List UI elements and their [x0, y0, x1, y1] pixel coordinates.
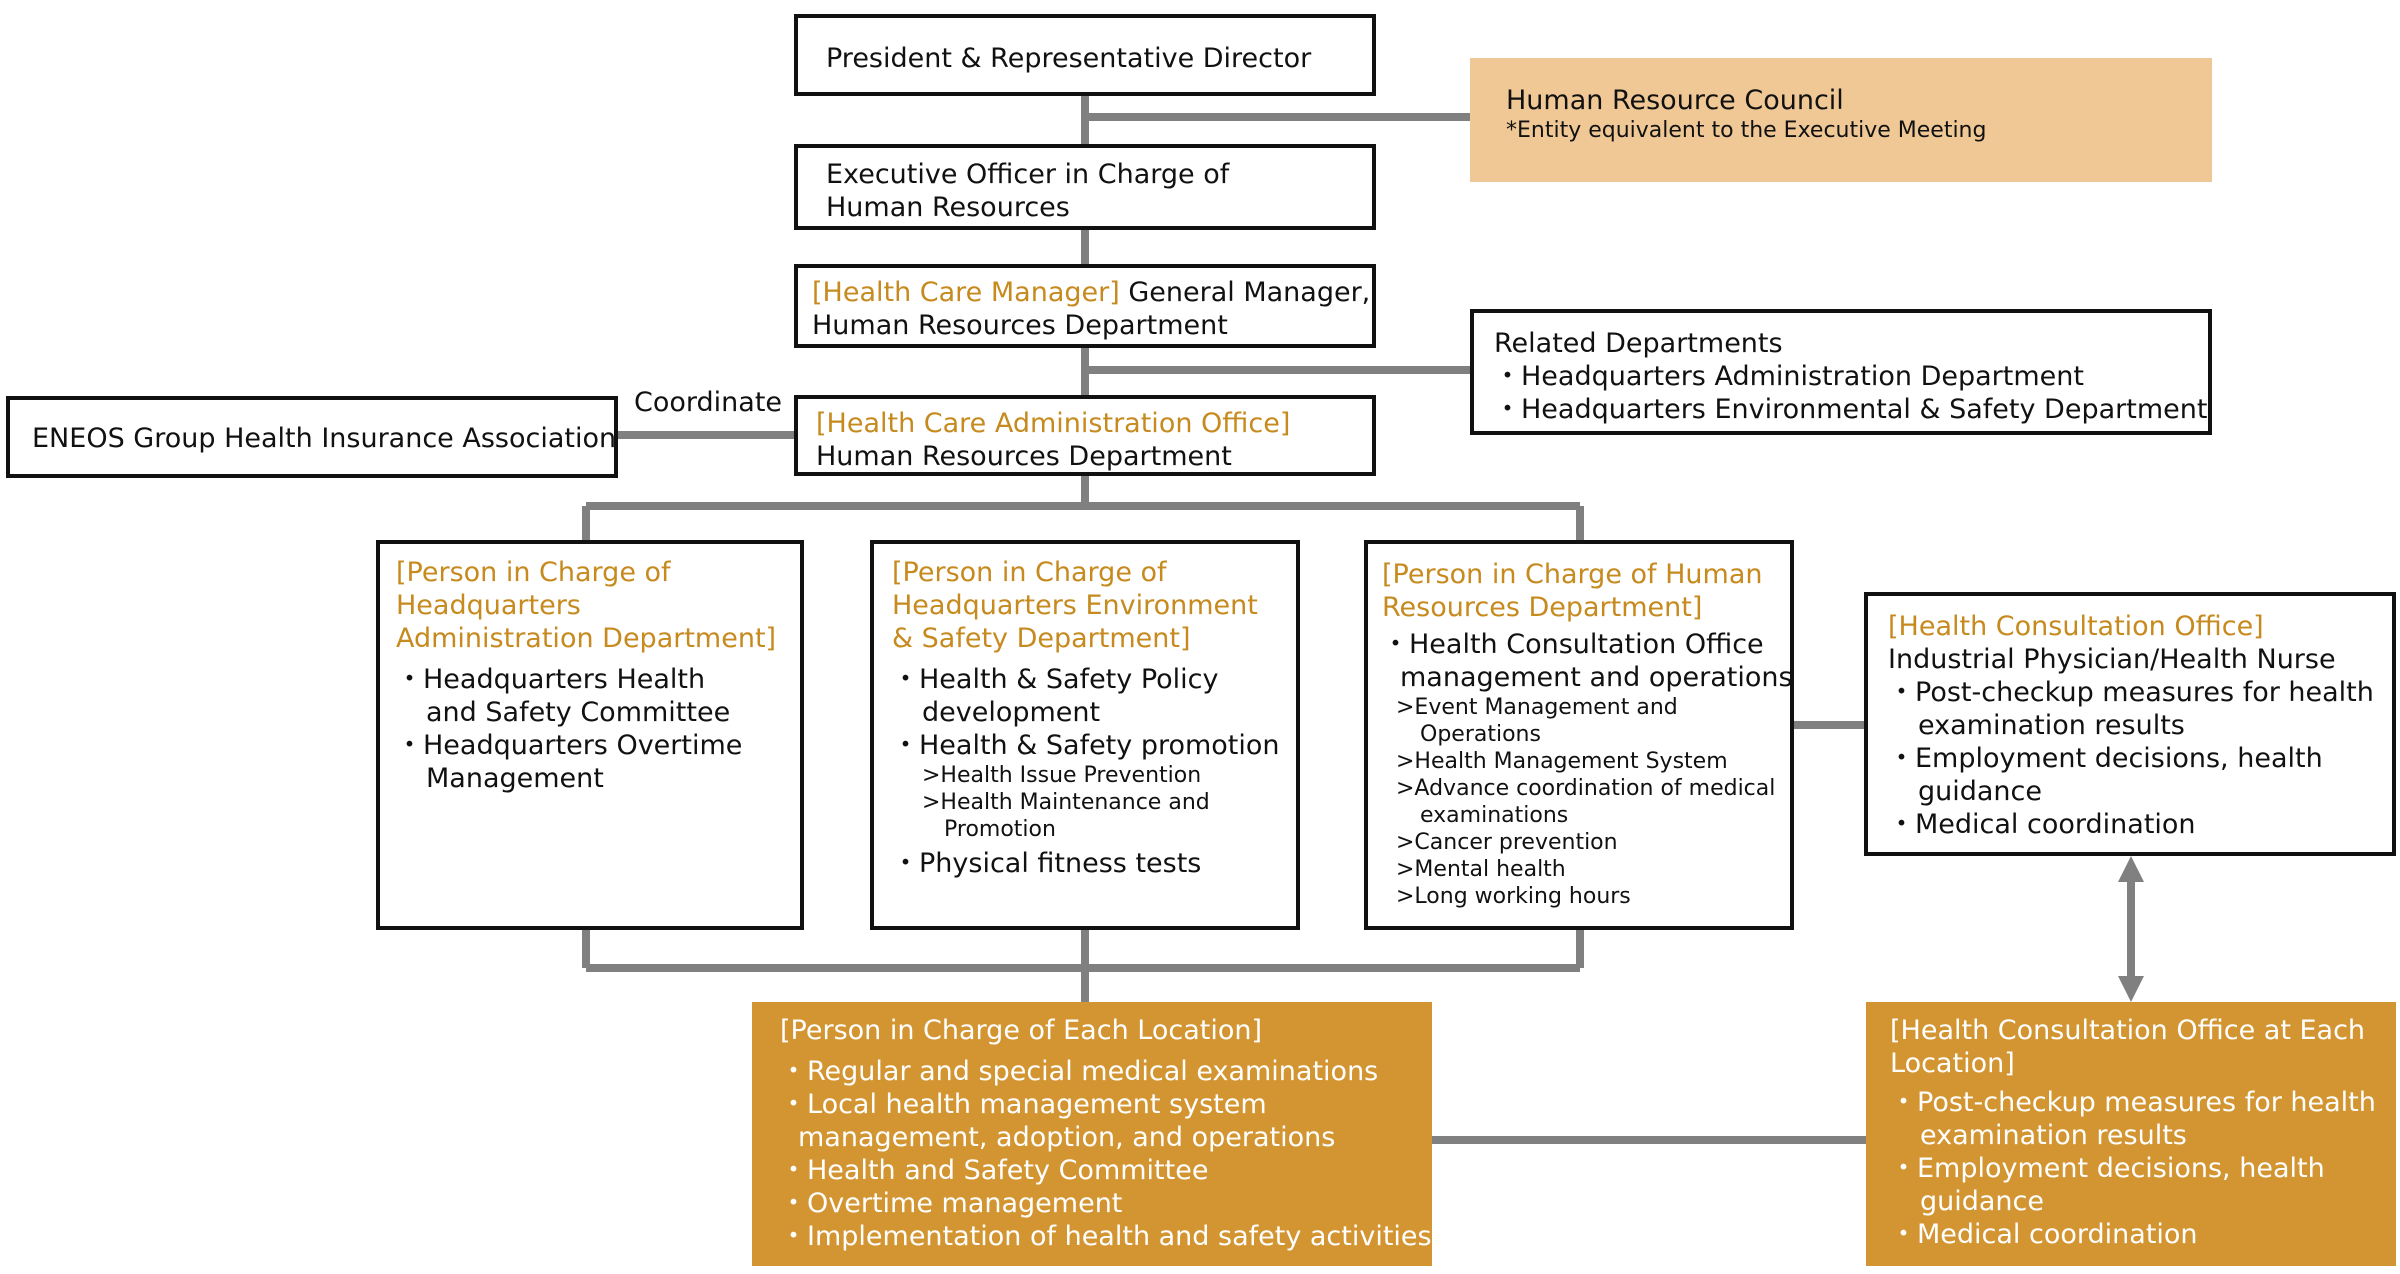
pic-admin-item: and Safety Committee	[426, 697, 731, 728]
insurance-association-box: ENEOS Group Health Insurance Association	[6, 396, 618, 478]
admin-office-box: [Health Care Administration Office] Huma…	[794, 395, 1376, 476]
consult-location-item: guidance	[1920, 1186, 2045, 1217]
pic-env-box: [Person in Charge of Headquarters Enviro…	[870, 540, 1300, 930]
consult-location-tag: [Health Consultation Office at Each	[1890, 1015, 2366, 1046]
consult-office-item: ・Post-checkup measures for health	[1888, 677, 2374, 708]
hr-council-note: *Entity equivalent to the Executive Meet…	[1506, 118, 1987, 143]
pic-hr-subitem: >Mental health	[1396, 857, 1566, 882]
health-care-manager-line2: Human Resources Department	[812, 310, 1228, 341]
hr-council-title: Human Resource Council	[1506, 85, 1844, 116]
pic-admin-item: ・Headquarters Health	[396, 664, 706, 695]
related-departments-item: ・Headquarters Environmental & Safety Dep…	[1494, 394, 2208, 425]
consult-office-item: guidance	[1918, 776, 2043, 807]
president-box: President & Representative Director	[794, 14, 1376, 96]
consult-office-subtitle: Industrial Physician/Health Nurse	[1888, 644, 2336, 675]
pic-hr-subitem: >Health Management System	[1396, 749, 1728, 774]
pic-location-item: ・Overtime management	[780, 1188, 1123, 1219]
pic-hr-box: [Person in Charge of Human Resources Dep…	[1364, 540, 1794, 930]
pic-env-item: ・Physical fitness tests	[892, 848, 1202, 879]
admin-office-line2: Human Resources Department	[816, 441, 1232, 472]
health-care-manager-line1: [Health Care Manager] General Manager,	[812, 276, 1372, 309]
consult-location-item: ・Post-checkup measures for health	[1890, 1087, 2376, 1118]
pic-admin-item: Management	[426, 763, 604, 794]
health-care-manager-box: [Health Care Manager] General Manager, H…	[794, 264, 1376, 348]
pic-admin-tag: Headquarters	[396, 590, 581, 621]
pic-env-item: ・Health & Safety promotion	[892, 730, 1280, 761]
consult-office-item: examination results	[1918, 710, 2185, 741]
consult-office-tag: [Health Consultation Office]	[1888, 611, 2264, 642]
insurance-association-label: ENEOS Group Health Insurance Association	[32, 423, 617, 454]
consult-office-item: ・Employment decisions, health	[1888, 743, 2323, 774]
pic-env-subitem: >Health Maintenance and	[922, 790, 1210, 815]
exec-officer-box: Executive Officer in Charge of Human Res…	[794, 144, 1376, 230]
pic-hr-subitem: >Long working hours	[1396, 884, 1631, 909]
pic-hr-subitem: >Event Management and	[1396, 695, 1678, 720]
pic-hr-subitem: >Advance coordination of medical	[1396, 776, 1776, 801]
pic-hr-subitem: >Cancer prevention	[1396, 830, 1618, 855]
pic-env-tag: Headquarters Environment	[892, 590, 1258, 621]
pic-location-item: ・Regular and special medical examination…	[780, 1056, 1379, 1087]
pic-hr-item: management and operations	[1400, 662, 1793, 693]
pic-location-item: ・Implementation of health and safety act…	[780, 1221, 1432, 1252]
exec-officer-line2: Human Resources	[826, 192, 1070, 223]
pic-env-subitem: Promotion	[944, 817, 1056, 842]
consult-office-box: [Health Consultation Office] Industrial …	[1864, 592, 2396, 856]
health-care-manager-role: General Manager,	[1119, 277, 1371, 308]
consult-location-item: ・Employment decisions, health	[1890, 1153, 2325, 1184]
pic-location-tag: [Person in Charge of Each Location]	[780, 1015, 1262, 1046]
consult-office-item: ・Medical coordination	[1888, 809, 2196, 840]
consult-location-tag: Location]	[1890, 1048, 2015, 1079]
admin-office-tag: [Health Care Administration Office]	[816, 408, 1291, 439]
consult-location-box: [Health Consultation Office at Each Loca…	[1866, 1002, 2396, 1266]
hr-council-box: Human Resource Council *Entity equivalen…	[1470, 58, 2212, 182]
pic-location-item: management, adoption, and operations	[798, 1122, 1336, 1153]
pic-admin-tag: [Person in Charge of	[396, 557, 671, 588]
pic-env-tag: [Person in Charge of	[892, 557, 1167, 588]
pic-location-box: [Person in Charge of Each Location] ・Reg…	[752, 1002, 1432, 1266]
pic-location-item: ・Local health management system	[780, 1089, 1267, 1120]
related-departments-box: Related Departments ・Headquarters Admini…	[1470, 309, 2212, 435]
pic-admin-tag: Administration Department]	[396, 623, 777, 654]
related-departments-item: ・Headquarters Administration Department	[1494, 361, 2084, 392]
president-label: President & Representative Director	[826, 43, 1312, 74]
related-departments-title: Related Departments	[1494, 328, 1783, 359]
pic-hr-tag: [Person in Charge of Human	[1382, 559, 1763, 590]
coordinate-label: Coordinate	[634, 387, 783, 418]
pic-hr-tag: Resources Department]	[1382, 592, 1703, 623]
pic-hr-subitem: Operations	[1420, 722, 1541, 747]
consult-location-item: ・Medical coordination	[1890, 1219, 2198, 1250]
pic-admin-box: [Person in Charge of Headquarters Admini…	[376, 540, 804, 930]
pic-env-tag: & Safety Department]	[892, 623, 1191, 654]
consult-location-item: examination results	[1920, 1120, 2187, 1151]
pic-env-item: ・Health & Safety Policy	[892, 664, 1219, 695]
pic-hr-subitem: examinations	[1420, 803, 1569, 828]
pic-hr-item: ・Health Consultation Office	[1382, 629, 1764, 660]
pic-env-item: development	[922, 697, 1101, 728]
pic-location-item: ・Health and Safety Committee	[780, 1155, 1209, 1186]
health-care-manager-tag: [Health Care Manager]	[812, 277, 1120, 308]
pic-admin-item: ・Headquarters Overtime	[396, 730, 743, 761]
exec-officer-line1: Executive Officer in Charge of	[826, 159, 1230, 190]
pic-env-subitem: >Health Issue Prevention	[922, 763, 1202, 788]
